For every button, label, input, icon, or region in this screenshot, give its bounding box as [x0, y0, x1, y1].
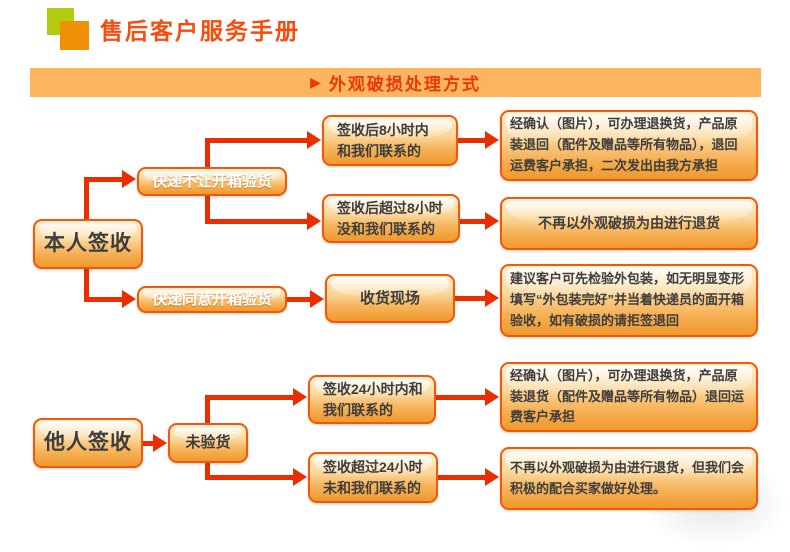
node-contact-within-8h: 签收后8小时内 和我们联系的	[322, 115, 458, 166]
banner-title: 外观破损处理方式	[328, 75, 481, 94]
arrowhead-icon	[307, 212, 321, 230]
node-result-no-return-other: 不再以外观破损为由进行退货，但我们会积极的配合买家做好处理。	[500, 447, 758, 510]
connector-other-to-uninspected	[143, 441, 155, 446]
node-other-sign: 他人签收	[33, 418, 143, 468]
page-title: 售后客户服务手册	[100, 18, 300, 44]
arrowhead-icon	[293, 468, 307, 486]
node-contact-over-24h: 签收超过24小时 未和我们联系的	[308, 452, 438, 503]
connector-self-up	[84, 177, 89, 219]
connector-refuse-to-over8h	[205, 219, 309, 224]
connector-uninspected-up	[205, 395, 210, 423]
node-courier-agree-open: 快递同意开箱验货	[137, 286, 287, 313]
node-result-no-return-self: 不再以外观破损为由进行退货	[500, 197, 758, 250]
connector-refuse-to-within8h	[205, 138, 309, 143]
connector-within8h-to-result	[458, 138, 487, 143]
arrowhead-icon	[307, 131, 321, 149]
node-uninspected: 未验货	[168, 423, 248, 463]
arrowhead-icon	[485, 468, 499, 486]
node-courier-refuse-open: 快递不让开箱验货	[137, 167, 287, 196]
arrowhead-icon	[122, 290, 136, 308]
connector-refuse-down	[205, 196, 210, 224]
arrowhead-icon	[122, 170, 136, 188]
node-self-sign: 本人签收	[33, 219, 143, 269]
connector-refuse-up	[205, 138, 210, 167]
node-result-exchange-self: 经确认（图片），可办理退换货，产品原装退回（配件及赠品等所有物品），退回运费客户…	[500, 110, 758, 181]
node-result-exchange-other: 经确认（图片），可办理退换货，产品原装退货（配件及赠品等所有物品）退回运费客户承…	[500, 362, 758, 432]
connector-self-to-agree	[84, 297, 124, 302]
connector-over8h-to-result	[460, 219, 487, 224]
node-contact-over-8h: 签收后超过8小时 没和我们联系的	[322, 194, 460, 243]
node-result-onsite-check: 建议客户可先检验外包装，如无明显变形填写“外包装完好”并当着快递员的面开箱验收，…	[500, 264, 758, 337]
arrowhead-icon	[310, 290, 324, 308]
arrowhead-icon	[293, 388, 307, 406]
arrowhead-icon	[153, 434, 167, 452]
arrowhead-icon	[485, 388, 499, 406]
section-banner: ▶ 外观破损处理方式	[30, 68, 761, 97]
logo-orange-square-icon	[60, 21, 89, 50]
arrowhead-icon	[485, 212, 499, 230]
connector-within24h-to-result	[436, 395, 487, 400]
connector-uninspected-to-over24h	[205, 475, 295, 480]
arrowhead-icon	[485, 289, 499, 307]
play-triangle-icon: ▶	[310, 74, 321, 90]
connector-agree-to-scene	[287, 297, 312, 302]
node-contact-within-24h: 签收24小时内和 我们联系的	[308, 375, 436, 424]
arrowhead-icon	[485, 131, 499, 149]
connector-self-to-refuse	[84, 177, 124, 182]
connector-over24h-to-result	[438, 475, 487, 480]
connector-uninspected-to-within24h	[205, 395, 295, 400]
connector-uninspected-down	[205, 463, 210, 478]
connector-scene-to-result	[455, 296, 487, 301]
node-receive-scene: 收货现场	[325, 274, 455, 323]
connector-self-down	[84, 269, 89, 300]
